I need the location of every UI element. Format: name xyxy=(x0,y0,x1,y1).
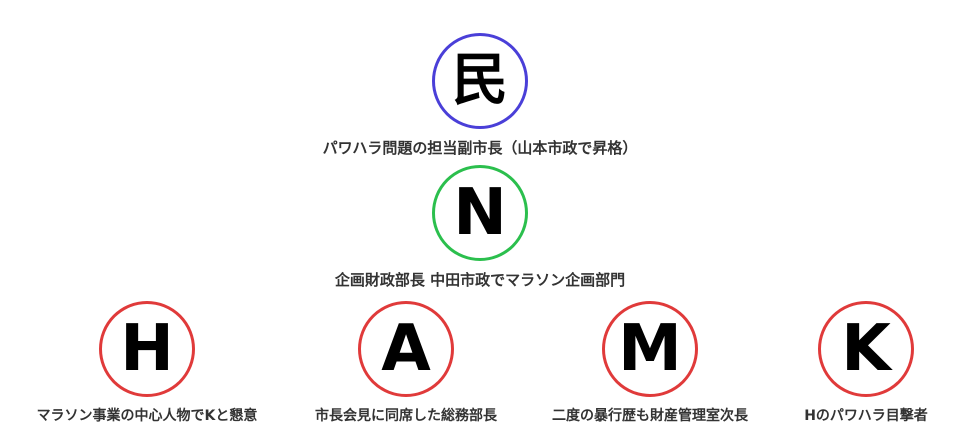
node-middle: N 企画財政部長 中田市政でマラソン企画部門 xyxy=(310,165,650,290)
letter-top: 民 xyxy=(452,48,508,113)
node-top: 民 パワハラ問題の担当副市長（山本市政で昇格） xyxy=(310,33,650,158)
ring-middle: N xyxy=(432,165,528,261)
letter-m: M xyxy=(618,312,682,386)
ring-k: K xyxy=(818,301,914,397)
letter-k: K xyxy=(841,312,891,386)
caption-top: パワハラ問題の担当副市長（山本市政で昇格） xyxy=(322,139,638,157)
ring-m: M xyxy=(602,301,698,397)
caption-middle: 企画財政部長 中田市政でマラソン企画部門 xyxy=(334,271,626,289)
letter-a: A xyxy=(381,312,431,386)
node-h: H マラソン事業の中心人物でKと懇意 xyxy=(2,301,292,425)
node-a: A 市長会見に同席した総務部長 xyxy=(292,301,520,425)
letter-middle: N xyxy=(453,176,507,250)
node-k: K Hのパワハラ目撃者 xyxy=(780,301,952,425)
ring-top: 民 xyxy=(432,33,528,129)
letter-h: H xyxy=(120,312,174,386)
caption-m: 二度の暴行歴も財産管理室次長 xyxy=(552,408,748,424)
caption-h: マラソン事業の中心人物でKと懇意 xyxy=(36,408,258,424)
node-m: M 二度の暴行歴も財産管理室次長 xyxy=(525,301,775,425)
caption-a: 市長会見に同席した総務部長 xyxy=(315,408,497,424)
caption-k: Hのパワハラ目撃者 xyxy=(804,408,928,424)
ring-h: H xyxy=(99,301,195,397)
ring-a: A xyxy=(358,301,454,397)
